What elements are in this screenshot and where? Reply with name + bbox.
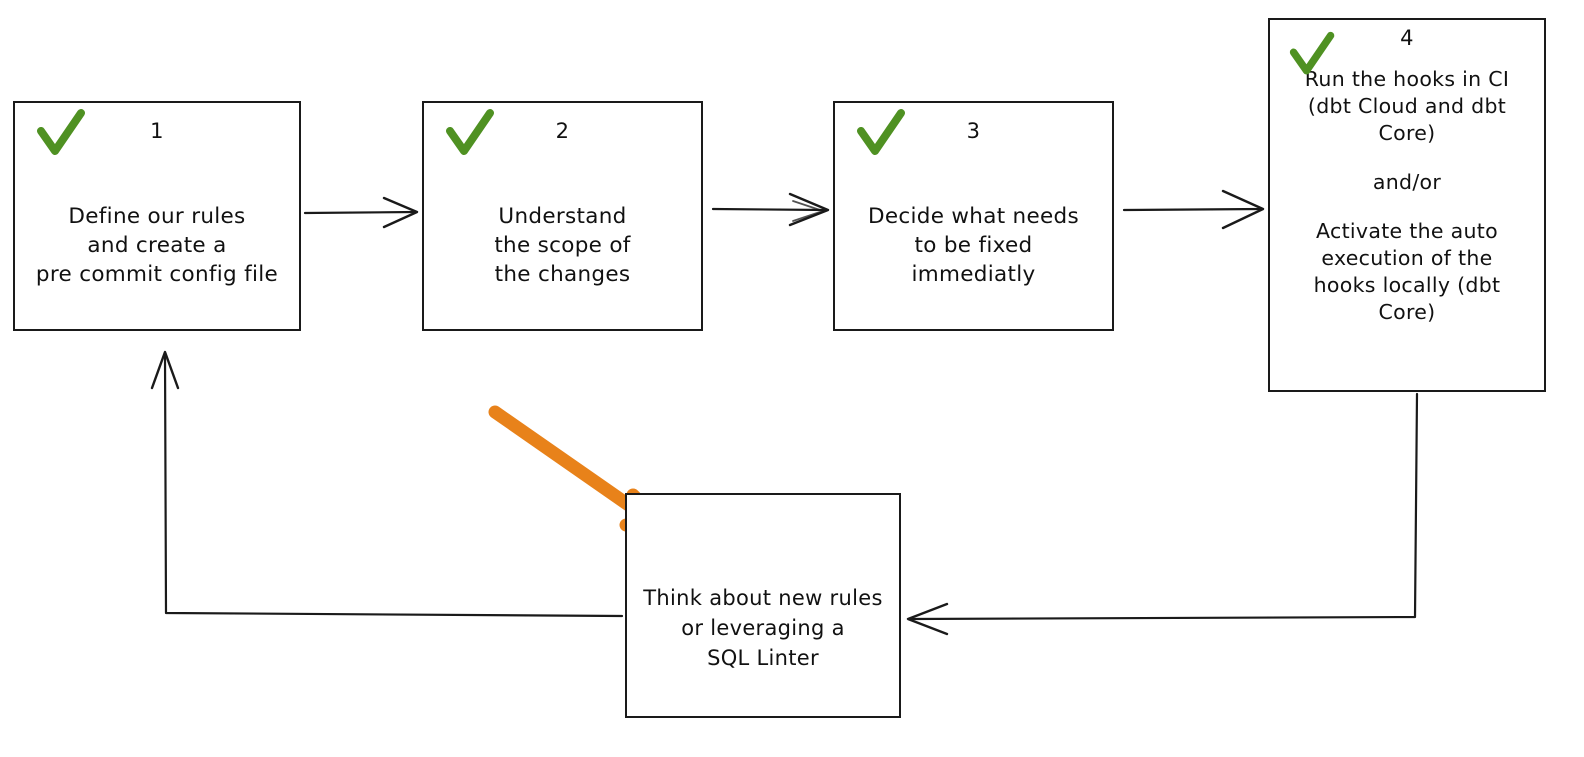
node-text-line: Understand bbox=[498, 203, 627, 229]
arrow-1-to-2 bbox=[303, 196, 419, 229]
step-number: 1 bbox=[150, 119, 164, 143]
node-text-line: hooks locally (dbt bbox=[1313, 273, 1501, 297]
node-text-line: and create a bbox=[87, 232, 227, 258]
node-text-line: (dbt Cloud and dbt bbox=[1307, 94, 1507, 118]
node-text-line: SQL Linter bbox=[707, 645, 819, 670]
node-text-line: immediatly bbox=[911, 261, 1036, 287]
node-body: Decide what needs to be fixed immediatly bbox=[835, 165, 1112, 329]
node-text-line: Core) bbox=[1378, 300, 1436, 324]
green-check-icon bbox=[1289, 31, 1335, 75]
node-header: 2 bbox=[424, 103, 701, 165]
node-text-line: or leveraging a bbox=[681, 615, 845, 640]
arrow-4-to-loop bbox=[906, 392, 1419, 636]
flow-node-step-2[interactable]: 2 Understand the scope of the changes bbox=[422, 101, 703, 331]
node-text-line: to be fixed bbox=[914, 232, 1033, 258]
node-header: 4 bbox=[1270, 20, 1544, 75]
step-number: 3 bbox=[966, 119, 981, 143]
flow-node-step-3[interactable]: 3 Decide what needs to be fixed immediat… bbox=[833, 101, 1114, 331]
node-text-line: the scope of bbox=[494, 232, 631, 258]
node-text-line: pre commit config file bbox=[35, 261, 279, 287]
node-text-line: the changes bbox=[494, 261, 631, 287]
node-text-line: and/or bbox=[1372, 170, 1442, 194]
flow-node-step-4[interactable]: 4 Run the hooks in CI (dbt Cloud and dbt… bbox=[1268, 18, 1546, 392]
green-check-icon bbox=[37, 109, 85, 155]
node-header bbox=[627, 495, 899, 543]
node-body: Run the hooks in CI (dbt Cloud and dbt C… bbox=[1270, 66, 1544, 390]
node-header: 1 bbox=[15, 103, 299, 165]
node-header: 3 bbox=[835, 103, 1112, 165]
node-text-line: execution of the bbox=[1321, 246, 1493, 270]
node-text-line: Decide what needs bbox=[868, 203, 1079, 229]
node-body: Think about new rules or leveraging a SQ… bbox=[627, 543, 899, 716]
node-body: Define our rules and create a pre commit… bbox=[15, 165, 299, 329]
green-check-icon bbox=[857, 109, 905, 155]
green-check-icon bbox=[446, 109, 494, 155]
node-text-line: Run the hooks in CI bbox=[1304, 67, 1510, 91]
node-text-line: Think about new rules bbox=[643, 585, 883, 610]
node-text-line: Activate the auto bbox=[1316, 219, 1498, 243]
flow-node-loop-new-rules[interactable]: Think about new rules or leveraging a SQ… bbox=[625, 493, 901, 718]
arrow-2-to-3 bbox=[711, 192, 830, 227]
arrow-3-to-4 bbox=[1122, 189, 1265, 230]
step-number: 4 bbox=[1400, 26, 1414, 50]
node-text-line: Define our rules bbox=[68, 203, 246, 229]
flow-node-step-1[interactable]: 1 Define our rules and create a pre comm… bbox=[13, 101, 301, 331]
step-number: 2 bbox=[555, 119, 570, 143]
arrow-loop-to-1 bbox=[150, 350, 624, 618]
node-body: Understand the scope of the changes bbox=[424, 165, 701, 329]
node-text-line: Core) bbox=[1378, 121, 1436, 145]
